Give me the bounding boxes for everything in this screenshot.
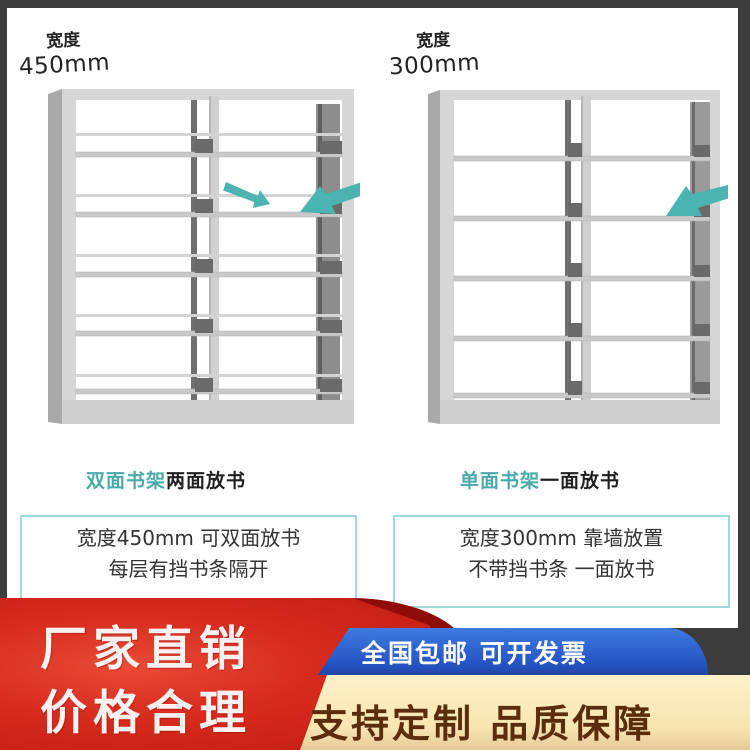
promo-free-shipping-invoice: 全国包邮 可开发票	[361, 639, 588, 668]
right-caption-accent: 单面书架	[460, 470, 541, 492]
left-spec-box: 宽度450mm 可双面放书 每层有挡书条隔开	[20, 515, 357, 608]
left-caption-accent: 双面书架	[86, 470, 167, 492]
arrow-icon	[300, 182, 360, 214]
right-caption: 单面书架一面放书	[460, 466, 620, 493]
right-spec-line1: 宽度300mm 靠墙放置	[459, 526, 664, 550]
right-width-label: 宽度 300mm	[387, 30, 481, 81]
right-caption-rest: 一面放书	[540, 470, 621, 492]
arrow-icon	[222, 182, 270, 208]
promo-custom-quality: 支持定制 品质保障	[310, 702, 655, 746]
left-caption-rest: 两面放书	[166, 470, 247, 492]
single-sided-bookshelf-image	[428, 88, 728, 428]
left-spec-line1: 宽度450mm 可双面放书	[76, 526, 301, 550]
left-width-label: 宽度 450mm	[17, 30, 111, 81]
right-width-value: 300mm	[388, 49, 481, 80]
arrow-icon	[666, 185, 728, 216]
right-spec-box: 宽度300mm 靠墙放置 不带挡书条 一面放书	[393, 515, 730, 608]
banner-blue-strip	[318, 628, 708, 675]
double-sided-bookshelf-image	[48, 86, 360, 426]
right-spec-line2: 不带挡书条 一面放书	[468, 557, 655, 581]
promo-reasonable-price: 价格合理	[40, 686, 252, 741]
left-spec-line2: 每层有挡书条隔开	[108, 557, 269, 581]
left-caption: 双面书架两面放书	[86, 466, 246, 493]
promo-factory-direct: 厂家直销	[40, 622, 252, 677]
banner-cream-strip	[300, 675, 750, 750]
left-width-value: 450mm	[18, 49, 111, 80]
